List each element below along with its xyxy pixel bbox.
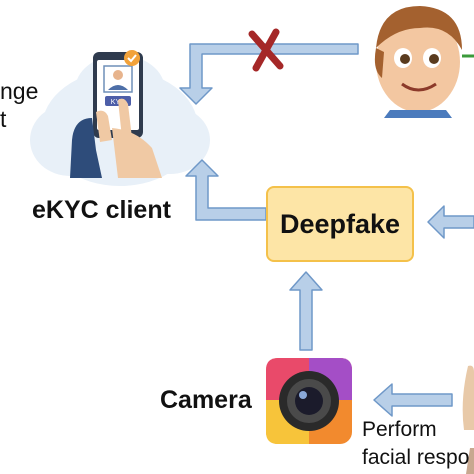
perform-label-line2: facial respo	[362, 446, 470, 469]
x-mark-icon	[248, 28, 284, 72]
arrow-camera-to-deepfake	[289, 271, 323, 351]
ekyc-client-label: eKYC client	[32, 196, 171, 224]
challenge-label-partial-2: t	[0, 106, 7, 132]
arrow-deepfake-to-client	[185, 159, 267, 221]
camera-label: Camera	[160, 386, 252, 414]
camera-app-icon	[266, 358, 352, 444]
challenge-label-partial-1: nge	[0, 78, 39, 104]
smartphone-face-scan-icon: KYC	[70, 50, 162, 178]
person-partial-icon	[462, 365, 474, 474]
perform-label-line1: Perform	[362, 418, 437, 441]
arrow-person-to-camera	[373, 383, 453, 417]
deepfake-label: Deepfake	[279, 208, 401, 239]
kyc-badge-text: KYC	[111, 99, 125, 106]
arrow-avatar-to-client	[179, 43, 359, 105]
deepfake-box: Deepfake	[266, 186, 414, 262]
arrow-right-to-deepfake	[427, 205, 474, 239]
cartoon-boy-avatar-icon	[374, 6, 462, 118]
